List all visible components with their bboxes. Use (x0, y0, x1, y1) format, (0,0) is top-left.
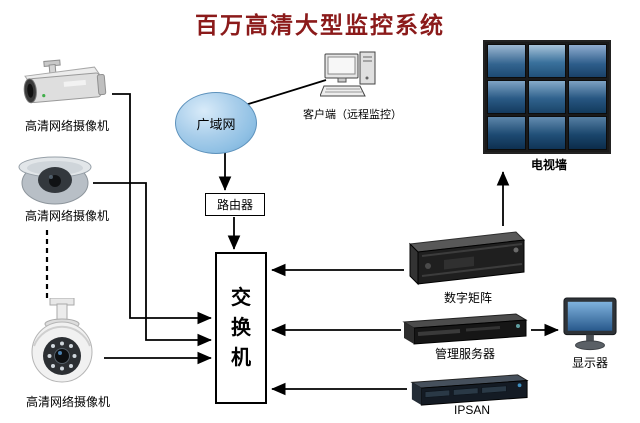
tv-wall-screen (568, 116, 607, 150)
tv-wall-screen (527, 116, 567, 150)
diagram-title: 百万高清大型监控系统 (195, 12, 445, 38)
matrix-label: 数字矩阵 (443, 291, 492, 305)
digital-matrix-server-icon (404, 226, 526, 290)
client-label: 客户端（远程监控） (303, 109, 402, 121)
tvwall-label: 电视墙 (530, 158, 567, 172)
router-box: 路由器 (205, 193, 265, 216)
tv-wall-icon (483, 40, 611, 154)
wire-wan-to-client (241, 79, 327, 107)
switch-box: 交换机 (215, 252, 267, 404)
wan-label: 广域网 (196, 116, 236, 132)
ipsan-storage-icon (406, 372, 533, 406)
dome-camera-icon (16, 152, 94, 206)
camera2-label: 高清网络摄像机 (24, 209, 109, 223)
ipsan-label: IPSAN (453, 403, 490, 417)
monitor-icon (561, 296, 619, 352)
tv-wall-screen (487, 44, 526, 78)
wire-camera2-to-switch (93, 182, 212, 347)
camera3-label: 高清网络摄像机 (25, 395, 110, 409)
management-server-icon (400, 310, 530, 346)
router-label: 路由器 (216, 198, 253, 212)
tv-wall-screen (487, 80, 526, 114)
wan-cloud: 广域网 (175, 92, 257, 154)
tv-wall-screen (487, 116, 526, 150)
tv-wall-screen (568, 44, 607, 78)
switch-label: 交换机 (231, 287, 251, 369)
tv-wall-screen (527, 44, 567, 78)
tv-wall-screen (568, 80, 607, 114)
tv-wall-screen (527, 80, 567, 114)
bullet-camera-icon (12, 56, 112, 116)
ptz-camera-icon (20, 298, 104, 392)
server-label: 管理服务器 (434, 347, 495, 361)
monitor-label: 显示器 (571, 356, 608, 370)
camera1-label: 高清网络摄像机 (24, 119, 109, 133)
client-computer-icon (320, 50, 380, 106)
